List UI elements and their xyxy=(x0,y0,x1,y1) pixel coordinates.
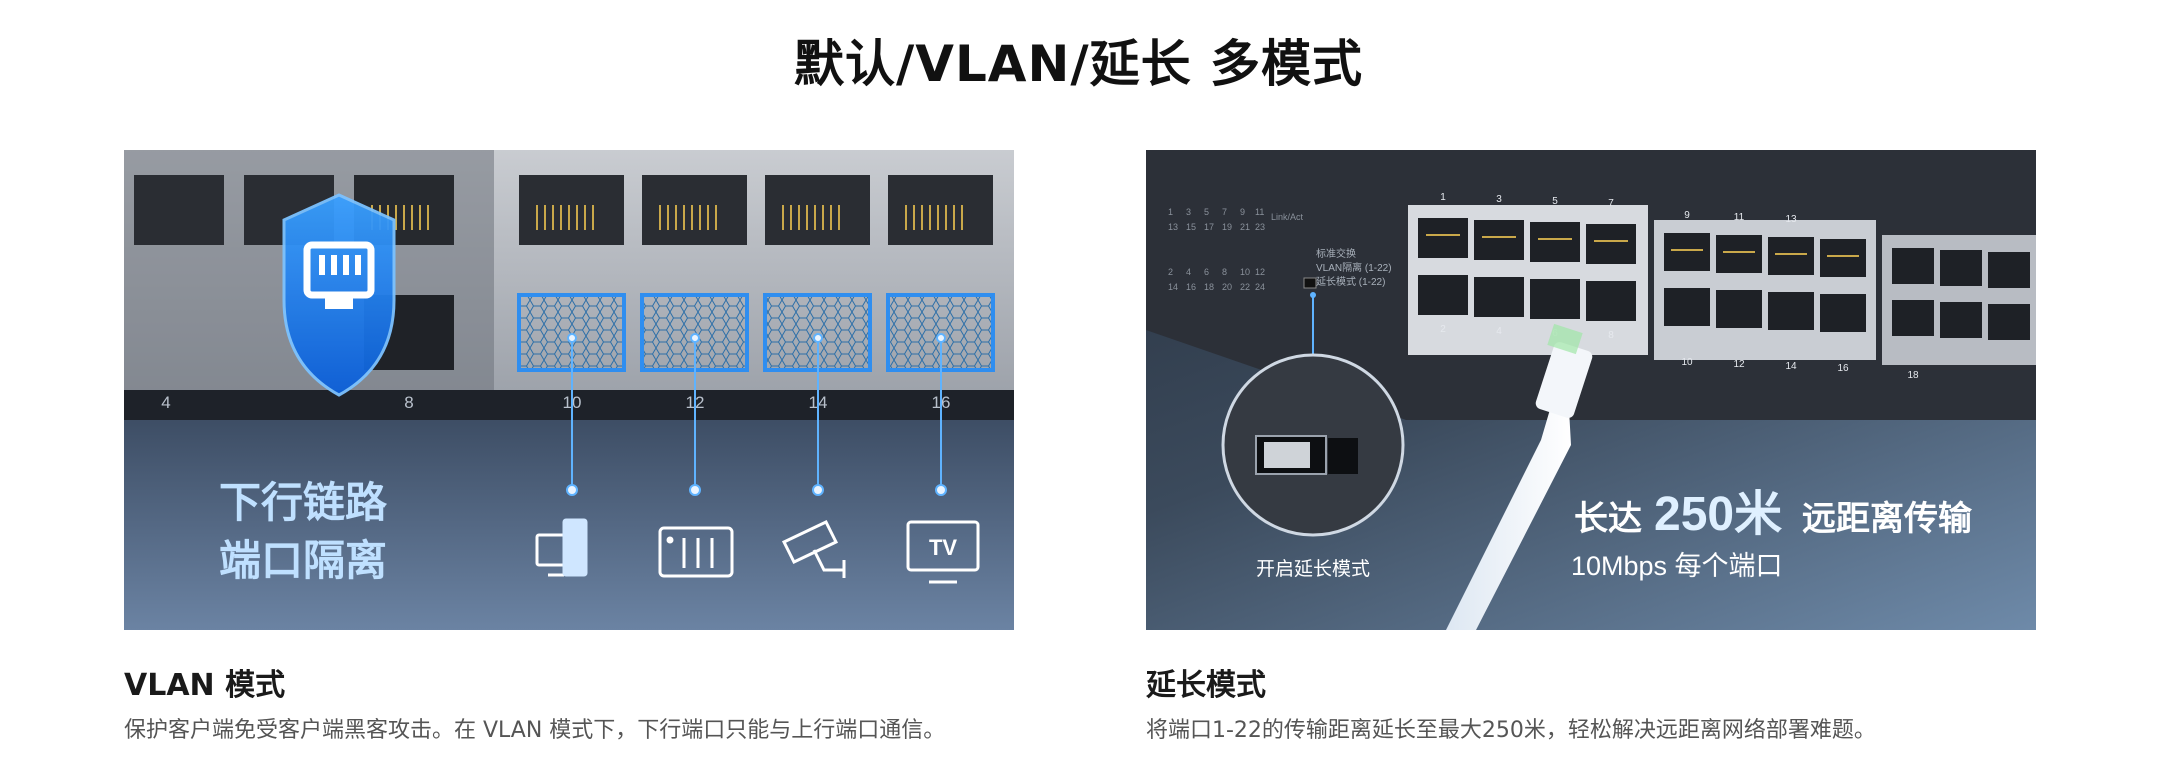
zoom-label: 开启延长模式 xyxy=(1256,558,1370,580)
led-panel: Link/Act 1 3 5 7 9 11 13 15 17 19 21 23 … xyxy=(1168,207,1304,292)
svg-text:13: 13 xyxy=(1785,214,1797,225)
vlan-mode-image: 4 8 10 12 14 16 下行链路 端口隔离 xyxy=(124,150,1014,630)
svg-text:4: 4 xyxy=(1496,326,1502,337)
svg-text:5: 5 xyxy=(1204,207,1209,217)
headline: 长达 250米 远距离传输 xyxy=(1574,488,1973,541)
svg-text:18: 18 xyxy=(1204,282,1214,292)
svg-text:3: 3 xyxy=(1186,207,1191,217)
svg-text:1: 1 xyxy=(1440,192,1446,203)
svg-text:3: 3 xyxy=(1496,194,1502,205)
svg-text:2: 2 xyxy=(1168,267,1173,277)
svg-text:12: 12 xyxy=(1733,359,1745,370)
vlan-caption-desc: 保护客户端免受客户端黑客攻击。在 VLAN 模式下，下行端口只能与上行端口通信。 xyxy=(124,718,946,743)
svg-text:11: 11 xyxy=(1734,212,1745,223)
nas-storage-icon xyxy=(658,526,734,578)
mode-switch-labels: 标准交换 VLAN隔离 (1-22) 延长模式 (1-22) xyxy=(1316,247,1392,288)
svg-text:9: 9 xyxy=(1684,210,1690,221)
bottom-port-row xyxy=(364,293,995,372)
svg-text:延长模式 (1-22): 延长模式 (1-22) xyxy=(1316,275,1385,288)
svg-text:23: 23 xyxy=(1255,222,1265,232)
port-number-8: 8 xyxy=(404,393,413,412)
port-number-4: 4 xyxy=(161,393,170,412)
svg-text:19: 19 xyxy=(1222,222,1232,232)
extend-caption-desc: 将端口1-22的传输距离延长至最大250米，轻松解决远距离网络部署难题。 xyxy=(1146,718,1876,743)
tv-icon xyxy=(906,520,980,584)
port-block xyxy=(1408,205,2036,365)
extend-illustration: Link/Act 1 3 5 7 9 11 13 15 17 19 21 23 … xyxy=(1146,150,2036,630)
tv-label: TV xyxy=(929,535,957,560)
svg-text:16: 16 xyxy=(1186,282,1196,292)
svg-text:VLAN隔离 (1-22): VLAN隔离 (1-22) xyxy=(1316,261,1392,274)
computer-icon xyxy=(535,518,588,577)
camera-icon xyxy=(781,520,846,578)
svg-text:22: 22 xyxy=(1240,282,1250,292)
shield-label-line1: 下行链路 xyxy=(219,479,388,526)
extend-mode-image: Link/Act 1 3 5 7 9 11 13 15 17 19 21 23 … xyxy=(1146,150,2036,630)
svg-text:7: 7 xyxy=(1608,198,1614,209)
page-title: 默认/VLAN/延长 多模式 xyxy=(793,35,1364,93)
svg-text:13: 13 xyxy=(1168,222,1178,232)
connection-lines xyxy=(566,333,947,496)
mode-toggle-switch xyxy=(1303,277,1317,289)
svg-text:9: 9 xyxy=(1240,207,1245,217)
vlan-illustration: 4 8 10 12 14 16 下行链路 端口隔离 xyxy=(124,150,1014,584)
port-numbers: 1 3 5 7 9 11 13 2 4 6 8 10 12 14 16 18 xyxy=(1440,192,1919,381)
svg-text:10: 10 xyxy=(1240,267,1250,277)
svg-text:17: 17 xyxy=(1204,222,1214,232)
svg-text:10: 10 xyxy=(1681,357,1693,368)
shield-icon xyxy=(282,193,396,397)
vlan-caption-title: VLAN 模式 xyxy=(124,668,286,703)
svg-text:14: 14 xyxy=(1785,361,1797,372)
svg-text:2: 2 xyxy=(1440,324,1446,335)
zoom-magnifier xyxy=(1221,292,1405,537)
svg-text:20: 20 xyxy=(1222,282,1232,292)
shield-label-line2: 端口隔离 xyxy=(219,537,387,584)
extend-caption-title: 延长模式 xyxy=(1146,668,1266,703)
svg-text:11: 11 xyxy=(1255,207,1264,217)
ethernet-cable xyxy=(1446,323,1593,630)
svg-text:5: 5 xyxy=(1552,196,1558,207)
subline: 10Mbps 每个端口 xyxy=(1571,551,1783,581)
svg-text:标准交换: 标准交换 xyxy=(1316,247,1356,260)
svg-text:4: 4 xyxy=(1186,267,1191,277)
svg-text:18: 18 xyxy=(1907,370,1919,381)
svg-text:24: 24 xyxy=(1255,282,1265,292)
svg-text:Link/Act: Link/Act xyxy=(1271,212,1304,222)
svg-text:8: 8 xyxy=(1222,267,1227,277)
svg-text:21: 21 xyxy=(1240,222,1250,232)
svg-text:7: 7 xyxy=(1222,207,1227,217)
svg-text:12: 12 xyxy=(1255,267,1265,277)
top-port-row xyxy=(134,175,993,245)
svg-text:1: 1 xyxy=(1168,207,1173,217)
svg-text:15: 15 xyxy=(1186,222,1196,232)
svg-text:6: 6 xyxy=(1204,267,1209,277)
svg-text:16: 16 xyxy=(1837,363,1849,374)
svg-text:14: 14 xyxy=(1168,282,1178,292)
svg-text:8: 8 xyxy=(1608,330,1614,341)
